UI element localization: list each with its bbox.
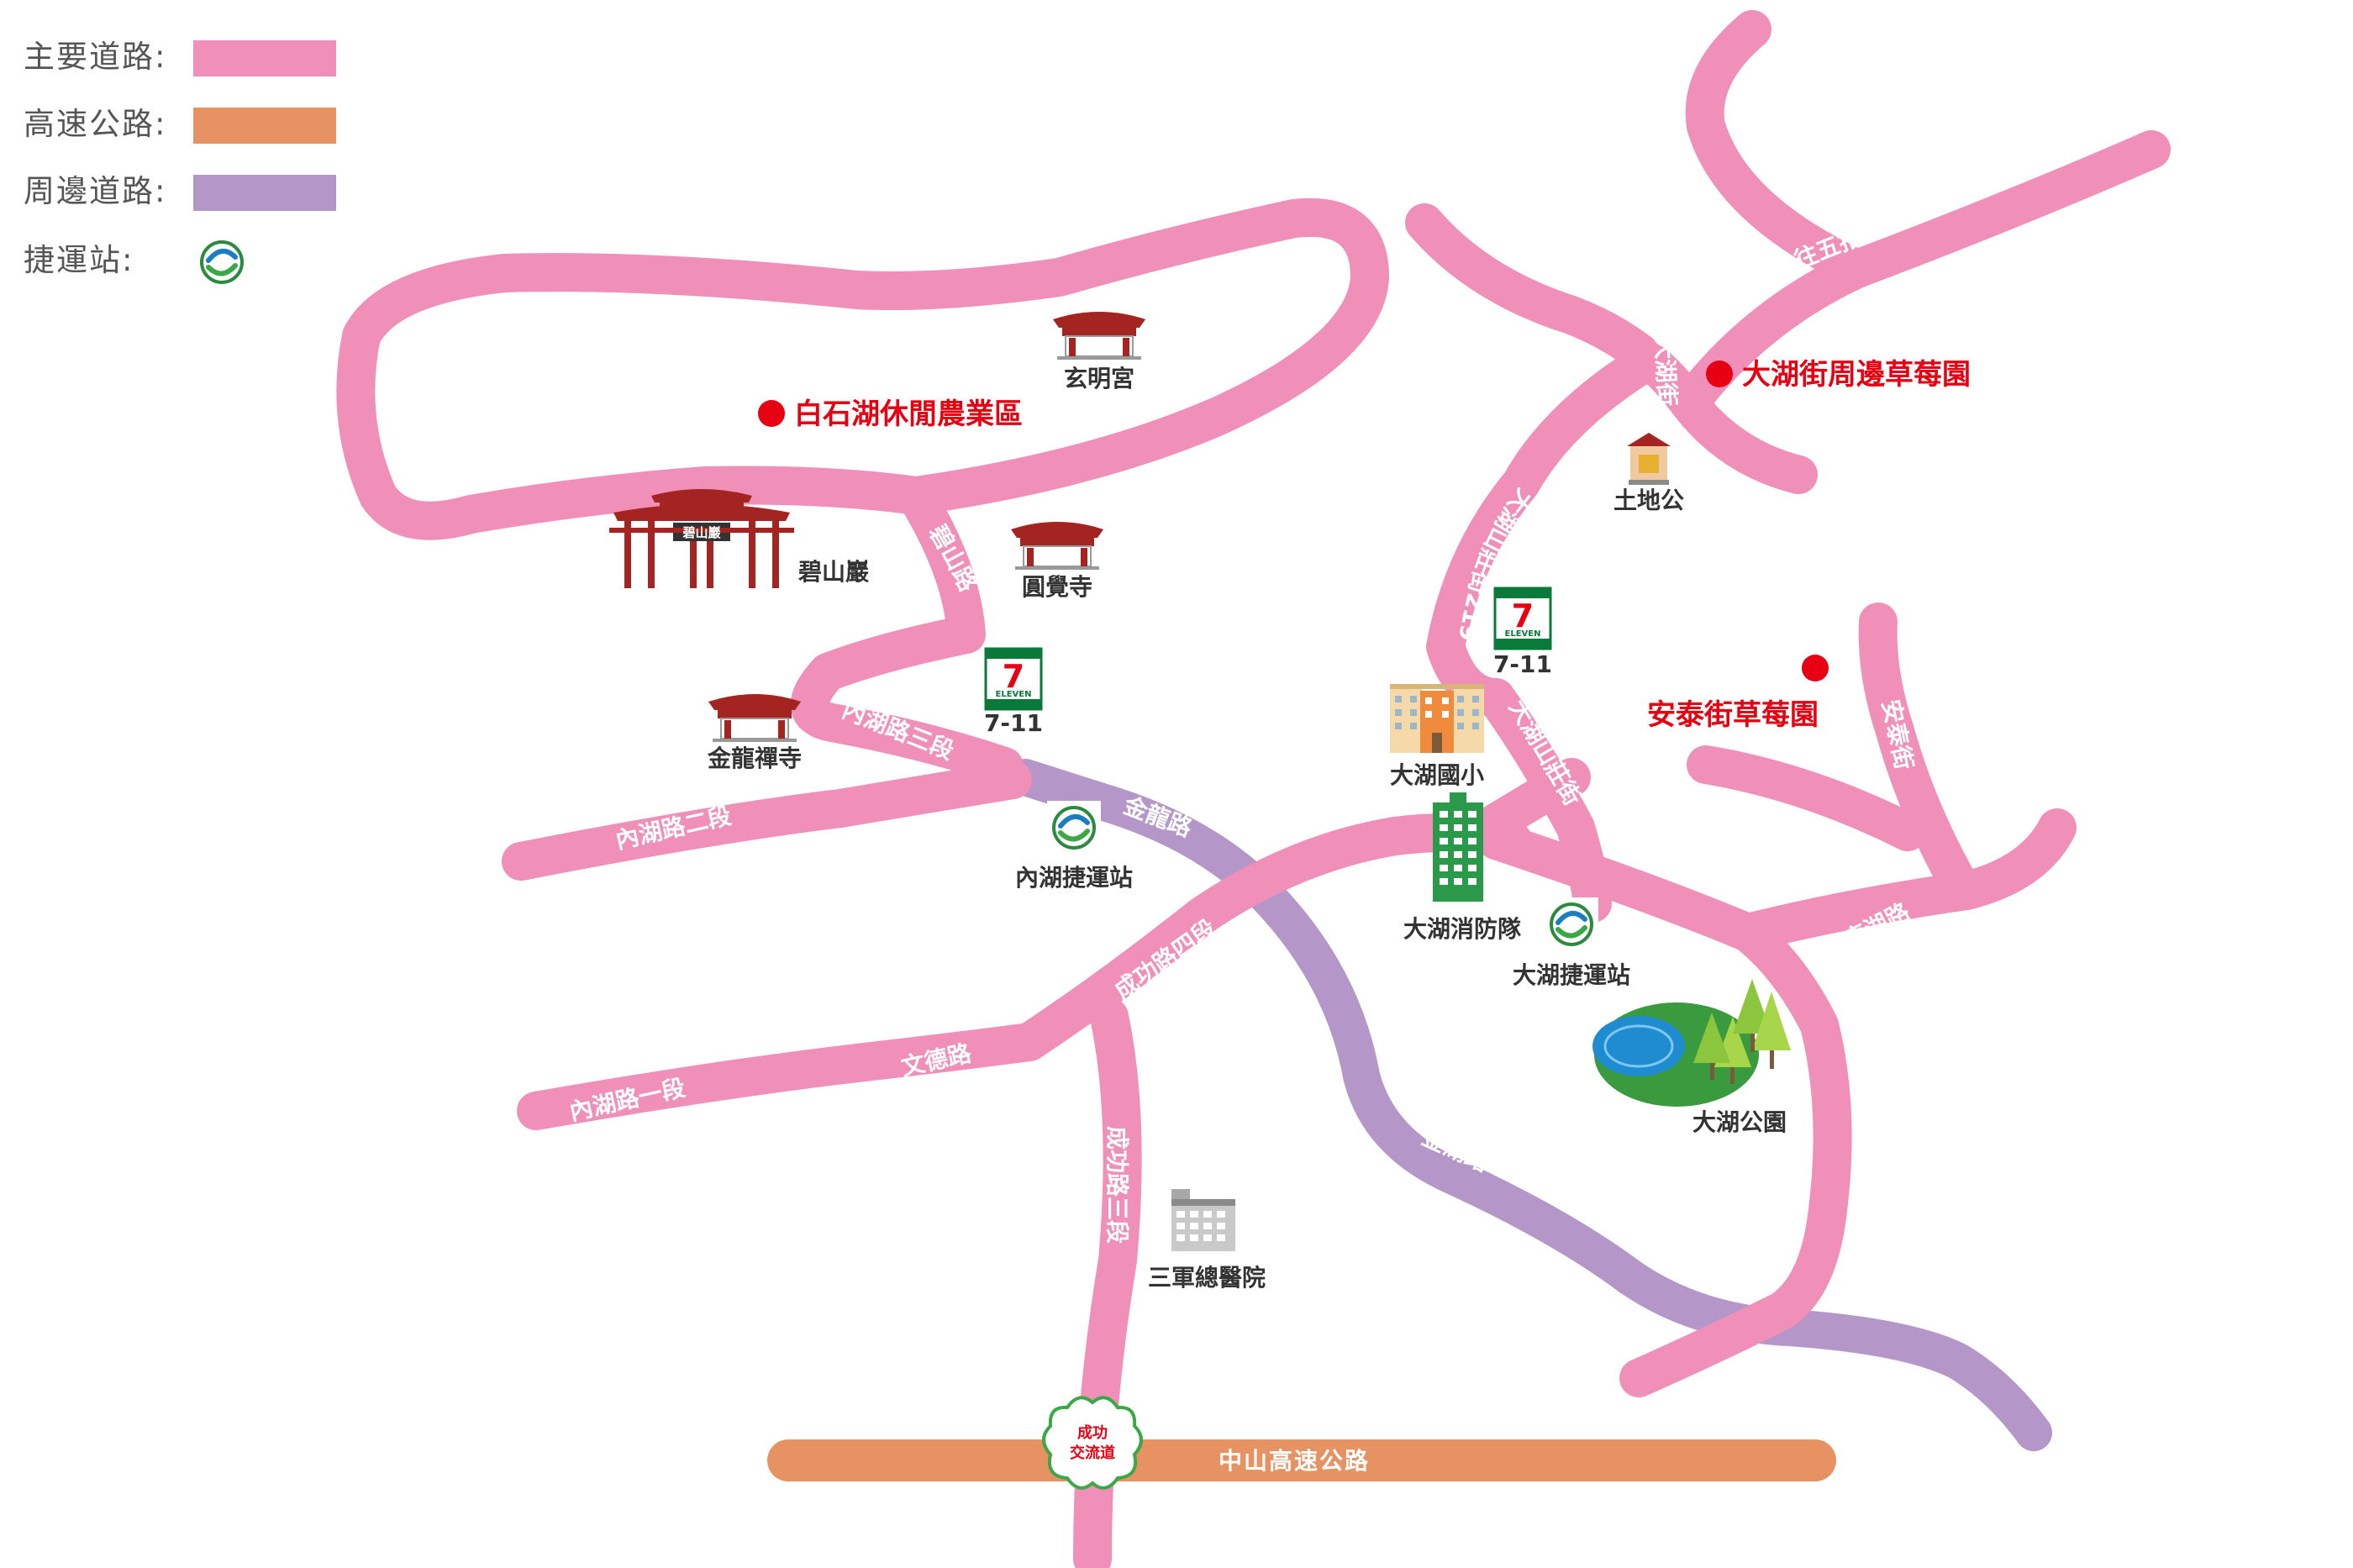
road-neihu-2 <box>502 760 1032 881</box>
antai-strawberry-marker <box>1802 655 1829 681</box>
seven-eleven-number-1: 7 <box>1003 658 1024 695</box>
legend-highway-swatch <box>193 108 336 144</box>
xuanming-temple-icon <box>1053 312 1145 360</box>
legend-highway-label: 高速公路: <box>24 106 166 142</box>
dahu-strawberry-marker <box>1706 360 1733 387</box>
seven-eleven-number-2: 7 <box>1512 597 1534 634</box>
dahu-park-label: 大湖公園 <box>1692 1108 1787 1136</box>
legend-main-road-label: 主要道路: <box>24 39 166 75</box>
jinlong-temple-label: 金龍禪寺 <box>707 745 802 772</box>
jinlong-temple-icon <box>708 694 801 742</box>
dahu-mrt-label: 大湖捷運站 <box>1513 961 1630 989</box>
seven-eleven-word-2: ELEVEN <box>1505 629 1541 639</box>
yuanjue-label: 圓覺寺 <box>1022 573 1092 601</box>
zhongshan-highway-label: 中山高速公路 <box>1219 1447 1370 1475</box>
road-label-chenggong-3: 成功路三段 <box>1103 1126 1131 1244</box>
hospital-building-icon <box>1171 1189 1235 1251</box>
legend-main-road-swatch <box>193 40 336 76</box>
road-kanghu <box>1477 821 1852 1397</box>
legend: 主要道路: 高速公路: 周邊道路: 捷運站: <box>24 39 336 284</box>
neihu-mrt-label: 內湖捷運站 <box>1015 864 1133 892</box>
baishihu-marker <box>758 400 785 427</box>
tudigong-shrine-icon <box>1627 433 1671 485</box>
road-antai-west <box>1687 745 1927 851</box>
tri-service-label: 三軍總醫院 <box>1148 1264 1266 1292</box>
side-road-jinlong-jinhu <box>1007 759 2052 1451</box>
interchange-badge-line2: 交流道 <box>1070 1444 1115 1462</box>
interchange-badge-line1: 成功 <box>1077 1423 1108 1442</box>
dahu-mrt-icon <box>1545 897 1598 951</box>
seven-eleven-label-1: 7-11 <box>984 709 1043 737</box>
dahu-school-label: 大湖國小 <box>1390 761 1484 789</box>
legend-side-road-label: 周邊道路: <box>24 173 166 209</box>
legend-mrt-icon <box>200 240 244 284</box>
fire-station-label: 大湖消防隊 <box>1403 915 1522 943</box>
main-roads <box>336 10 2171 1568</box>
dahu-park-icon <box>1592 979 1791 1107</box>
seven-eleven-icon-2: 7 ELEVEN <box>1493 587 1552 650</box>
road-neihu-1-chenggong-4 <box>517 813 1532 1130</box>
antai-strawberry-label: 安泰街草莓園 <box>1647 698 1819 732</box>
fire-station-building-icon <box>1433 792 1483 902</box>
road-north-branch <box>1685 10 1877 288</box>
road-baishihu-loop <box>336 197 1389 540</box>
road-bishan <box>790 476 1024 786</box>
yuanjue-temple-icon <box>1011 522 1103 570</box>
chenggong-interchange-badge: 成功 交流道 <box>1042 1396 1143 1490</box>
xuanming-label: 玄明宮 <box>1064 365 1134 392</box>
road-dahu-st <box>1405 203 1818 494</box>
road-antai <box>1858 602 1977 902</box>
road-label-dahu-shanzhuang-219: 大湖山莊街219巷 <box>0 0 1538 643</box>
seven-eleven-word-1: ELEVEN <box>996 690 1032 699</box>
tudigong-label: 土地公 <box>1613 487 1684 514</box>
dahu-strawberry-label: 大湖街周邊草莓園 <box>1742 358 1971 392</box>
legend-side-road-swatch <box>193 175 336 211</box>
road-dahu-shanzhuang-219 <box>1426 342 1666 717</box>
seven-eleven-icon-1: 7 ELEVEN <box>984 647 1043 711</box>
bishanyan-label: 碧山巖 <box>797 558 870 586</box>
neihu-mrt-icon <box>1047 801 1101 855</box>
bishanyan-gate-sign: 碧山巖 <box>682 525 721 540</box>
road-label-dahu-st: 大湖街 <box>1650 335 1682 408</box>
legend-mrt-label: 捷運站: <box>24 242 134 278</box>
seven-eleven-label-2: 7-11 <box>1493 650 1552 678</box>
bishanyan-gate-icon: 碧山巖 <box>609 489 794 588</box>
school-building-icon <box>1390 684 1484 753</box>
baishihu-label: 白石湖休閒農業區 <box>794 397 1023 431</box>
